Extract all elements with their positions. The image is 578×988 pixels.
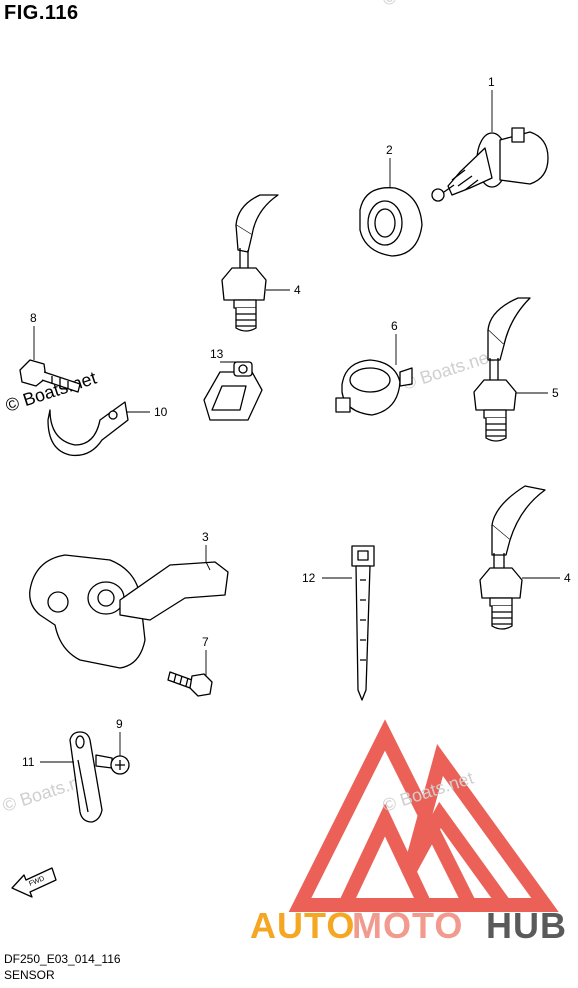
figure-code: DF250_E03_014_116 bbox=[4, 952, 121, 966]
fwd-arrow-icon bbox=[11, 867, 57, 898]
callout-4-upper: 4 bbox=[294, 283, 301, 297]
figure-title: FIG.116 bbox=[4, 2, 79, 24]
part-6-knock-sensor bbox=[335, 359, 413, 416]
part-13-clamp bbox=[203, 361, 263, 421]
part-11-strap bbox=[69, 731, 103, 823]
part-12-cable-tie bbox=[351, 545, 375, 701]
callout-5: 5 bbox=[552, 386, 559, 400]
brand-moto: MOTO bbox=[352, 905, 463, 946]
part-1-sensor-connector bbox=[431, 127, 549, 202]
part-7-bolt bbox=[167, 671, 213, 697]
callout-6: 6 bbox=[391, 319, 398, 333]
callout-13: 13 bbox=[210, 347, 224, 361]
part-4-temp-sensor-upper bbox=[221, 194, 279, 332]
brand-hub: HUB bbox=[486, 905, 567, 946]
leader-lines bbox=[33, 90, 560, 763]
part-9-screw bbox=[95, 754, 130, 775]
brand-logo-mark bbox=[288, 719, 559, 912]
callout-9: 9 bbox=[116, 717, 123, 731]
brand-wordmark: AUTO MOTO HUB bbox=[250, 905, 567, 946]
part-4-temp-sensor-lower bbox=[479, 485, 546, 630]
part-10-hose-clamp bbox=[47, 401, 129, 457]
callout-8: 8 bbox=[30, 311, 37, 325]
watermark-faint-4: © Boats.net bbox=[380, 0, 476, 10]
callout-10: 10 bbox=[154, 405, 168, 419]
part-2-grommet bbox=[359, 187, 423, 257]
callout-11: 11 bbox=[22, 755, 35, 769]
part-8-bolt bbox=[19, 359, 81, 393]
part-5-sensor bbox=[473, 297, 531, 442]
brand-auto: AUTO bbox=[250, 905, 355, 946]
part-3-bracket bbox=[29, 554, 229, 669]
callout-7: 7 bbox=[202, 635, 209, 649]
callout-12: 12 bbox=[302, 571, 316, 585]
callout-4-lower: 4 bbox=[564, 571, 571, 585]
figure-name: SENSOR bbox=[4, 968, 55, 982]
callout-3: 3 bbox=[202, 530, 209, 544]
callout-2: 2 bbox=[386, 143, 393, 157]
callout-1: 1 bbox=[488, 75, 495, 89]
callout-labels: 1 2 3 4 4 5 6 7 8 9 10 11 12 13 bbox=[22, 75, 571, 769]
